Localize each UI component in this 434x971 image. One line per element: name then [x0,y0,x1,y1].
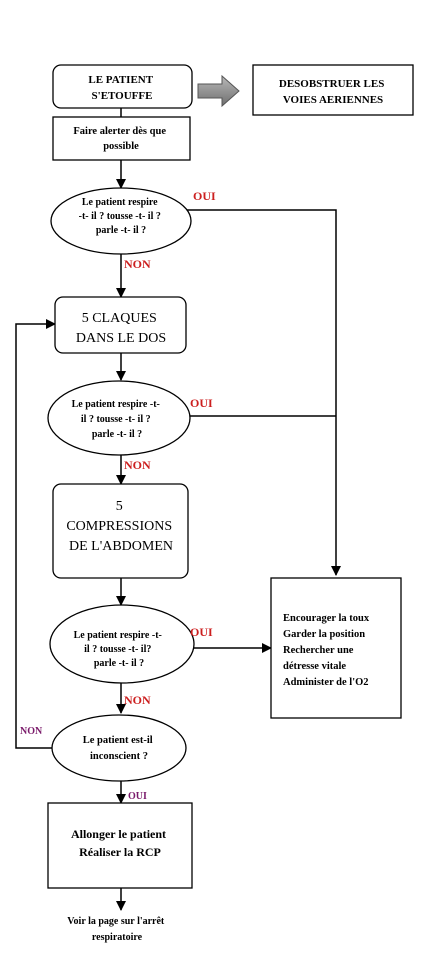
right-arrow-icon [197,74,240,108]
label-oui-3: OUI [190,625,213,639]
node-encourager-text: Encourager la toux Garder la position Re… [283,613,372,688]
decision-q1-text: Le patient respire -t- il ? tousse -t- i… [79,197,164,236]
node-alerter-box [52,116,191,161]
node-rcp-box [47,802,193,889]
label-non-loop: NON [20,726,43,737]
node-alerter: Faire alerter dès que possible [52,116,191,161]
node-compressions-box [52,483,189,579]
node-claques-box [54,296,187,354]
decision-q3-text: Le patient respire -t- il ? tousse -t- i… [74,630,165,669]
connector-loop-non [15,319,56,749]
decision-q2-text: Le patient respire -t- il ? tousse -t- i… [72,399,163,440]
label-oui-4: OUI [128,791,147,802]
decision-q3-ellipse [49,604,195,684]
node-voir: Voir la page sur l'arrêt respiratoire [67,916,167,943]
node-encourager-box [270,577,402,719]
node-claques-text: 5 CLAQUES DANS LE DOS [76,311,166,346]
label-non-3: NON [124,693,151,707]
decision-q2-ellipse [47,380,191,456]
label-oui-2: OUI [190,396,213,410]
decision-inconscient-ellipse [51,714,187,782]
connector-q1-oui [186,209,341,576]
node-voir-text: Voir la page sur l'arrêt respiratoire [67,916,167,943]
label-non-2: NON [124,458,151,472]
decision-q1-ellipse [50,187,192,255]
node-desobstruer-box [252,64,414,116]
node-compressions: 5 COMPRESSIONS DE L'ABDOMEN [52,483,189,579]
node-encourager: Encourager la toux Garder la position Re… [270,577,402,719]
decision-q1: Le patient respire -t- il ? tousse -t- i… [50,187,192,255]
decision-q3: Le patient respire -t- il ? tousse -t- i… [49,604,195,684]
node-patient-etouffe-box [52,64,193,109]
node-patient-etouffe-text: LE PATIENT S'ETOUFFE [88,74,155,102]
connectors [15,107,341,911]
node-compressions-text: 5 COMPRESSIONS DE L'ABDOMEN [66,499,175,554]
node-rcp: Allonger le patient Réaliser la RCP [47,802,193,889]
node-desobstruer-text: DESOBSTRUER LES VOIES AERIENNES [279,78,387,106]
decision-inconscient: Le patient est-il inconscient ? [51,714,187,782]
decision-q2: Le patient respire -t- il ? tousse -t- i… [47,380,191,456]
label-non-1: NON [124,257,151,271]
decision-inconscient-text: Le patient est-il inconscient ? [83,735,156,762]
label-oui-1: OUI [193,189,216,203]
node-desobstruer: DESOBSTRUER LES VOIES AERIENNES [252,64,414,116]
node-rcp-text: Allonger le patient Réaliser la RCP [71,827,169,859]
node-patient-etouffe: LE PATIENT S'ETOUFFE [52,64,193,109]
node-alerter-text: Faire alerter dès que possible [73,126,168,152]
node-claques: 5 CLAQUES DANS LE DOS [54,296,187,354]
